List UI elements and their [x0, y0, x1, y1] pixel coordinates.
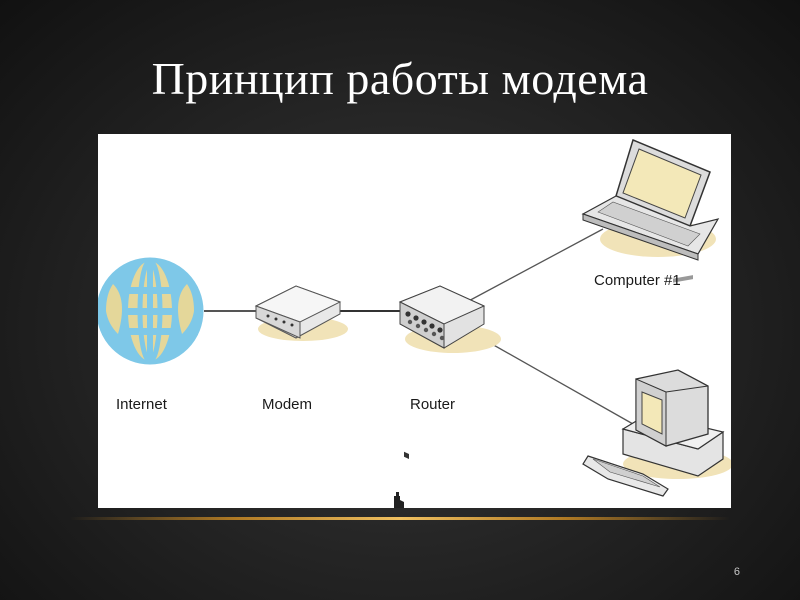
label-internet: Internet	[116, 396, 167, 413]
desktop-computer-icon	[582, 275, 731, 497]
slide-title: Принцип работы модема	[151, 53, 649, 104]
laptop-icon	[581, 138, 720, 261]
page-number: 6	[733, 566, 740, 578]
label-modem: Modem	[262, 396, 313, 413]
modem-icon	[254, 285, 348, 341]
diagram-canvas	[98, 138, 731, 508]
network-diagram: Internet Modem Router Computer #1	[98, 134, 731, 508]
label-computer1: Computer #1	[594, 272, 681, 289]
cursor-icon	[394, 492, 404, 508]
label-router: Router	[410, 396, 456, 413]
globe-icon	[98, 257, 204, 365]
link-router-computer2	[482, 338, 634, 425]
router-icon	[398, 285, 501, 460]
decorative-divider	[70, 517, 730, 520]
link-router-computer1	[462, 228, 604, 305]
